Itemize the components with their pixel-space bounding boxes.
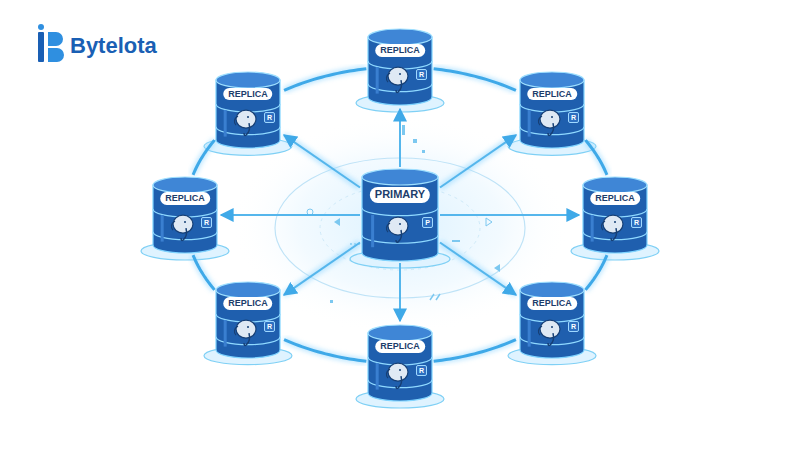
ring-link: [585, 140, 606, 175]
connector-glow: [434, 340, 516, 362]
cylinder-shape: [368, 29, 432, 105]
elephant-icon: [386, 363, 408, 388]
elephant-icon: [538, 110, 560, 135]
elephant-icon: [234, 110, 256, 135]
connector-glow: [440, 243, 516, 295]
role-badge: R: [264, 112, 275, 123]
elephant-icon: [234, 320, 256, 345]
node-label: REPLICA: [223, 297, 273, 310]
replica-database: REPLICA R: [368, 325, 432, 401]
replication-arrow: [284, 243, 360, 295]
role-badge: R: [416, 69, 427, 80]
replication-arrow: [284, 135, 360, 187]
ring-link: [193, 255, 214, 290]
role-badge: R: [631, 217, 642, 228]
connector-glow: [284, 135, 360, 187]
connector-glow: [585, 140, 606, 175]
ring-link: [585, 255, 606, 290]
ring-link: [434, 340, 516, 362]
role-badge: R: [568, 112, 579, 123]
replica-database: REPLICA R: [520, 72, 584, 148]
replica-database: REPLICA R: [583, 177, 647, 253]
connector-glow: [284, 243, 360, 295]
connector-glow: [221, 212, 360, 218]
connector-glow: [193, 140, 214, 175]
role-badge: R: [416, 365, 427, 376]
replica-database: REPLICA R: [368, 29, 432, 105]
node-label: REPLICA: [375, 340, 425, 353]
cylinder-shape: [368, 325, 432, 401]
connector-glow: [397, 263, 403, 321]
replica-database: REPLICA R: [216, 282, 280, 358]
node-label: REPLICA: [590, 192, 640, 205]
cylinder-shape: [216, 282, 280, 358]
role-badge: P: [422, 217, 433, 228]
connector-glow: [585, 255, 606, 290]
role-badge: R: [568, 321, 579, 332]
replication-arrow: [440, 243, 516, 295]
replica-database: REPLICA R: [153, 177, 217, 253]
elephant-icon: [601, 215, 623, 240]
cylinder-shape: [520, 72, 584, 148]
connector-glow: [284, 69, 366, 91]
connector-glow: [440, 212, 579, 218]
connector-glow: [440, 135, 516, 187]
elephant-icon: [386, 67, 408, 92]
cylinder-shape: [520, 282, 584, 358]
elephant-icon: [171, 215, 193, 240]
connector-glow: [284, 340, 366, 362]
primary-database: PRIMARY P: [362, 169, 438, 261]
node-label: REPLICA: [160, 192, 210, 205]
node-label: REPLICA: [527, 297, 577, 310]
ring-link: [284, 69, 366, 91]
replication-arrow: [221, 214, 360, 216]
replica-database: REPLICA R: [520, 282, 584, 358]
node-label: PRIMARY: [370, 187, 430, 202]
node-label: REPLICA: [527, 88, 577, 101]
ring-link: [193, 140, 214, 175]
connector-glow: [193, 255, 214, 290]
cylinder-shape: [583, 177, 647, 253]
node-label: REPLICA: [375, 44, 425, 57]
node-label: REPLICA: [223, 88, 273, 101]
brand-name: Bytelota: [70, 33, 157, 59]
role-badge: R: [264, 321, 275, 332]
ring-link: [284, 340, 366, 362]
ring-link: [434, 69, 516, 91]
cylinder-shape: [153, 177, 217, 253]
elephant-icon: [538, 320, 560, 345]
logo-mark: [38, 24, 64, 62]
connector-glow: [434, 69, 516, 91]
replica-database: REPLICA R: [216, 72, 280, 148]
replication-arrow: [399, 263, 401, 321]
cylinder-shape: [362, 169, 438, 261]
connector-glow: [397, 109, 403, 167]
replication-arrow: [399, 109, 401, 167]
elephant-icon: [386, 217, 408, 242]
replication-arrow: [440, 214, 579, 216]
replication-arrow: [440, 135, 516, 187]
cylinder-shape: [216, 72, 280, 148]
role-badge: R: [201, 217, 212, 228]
